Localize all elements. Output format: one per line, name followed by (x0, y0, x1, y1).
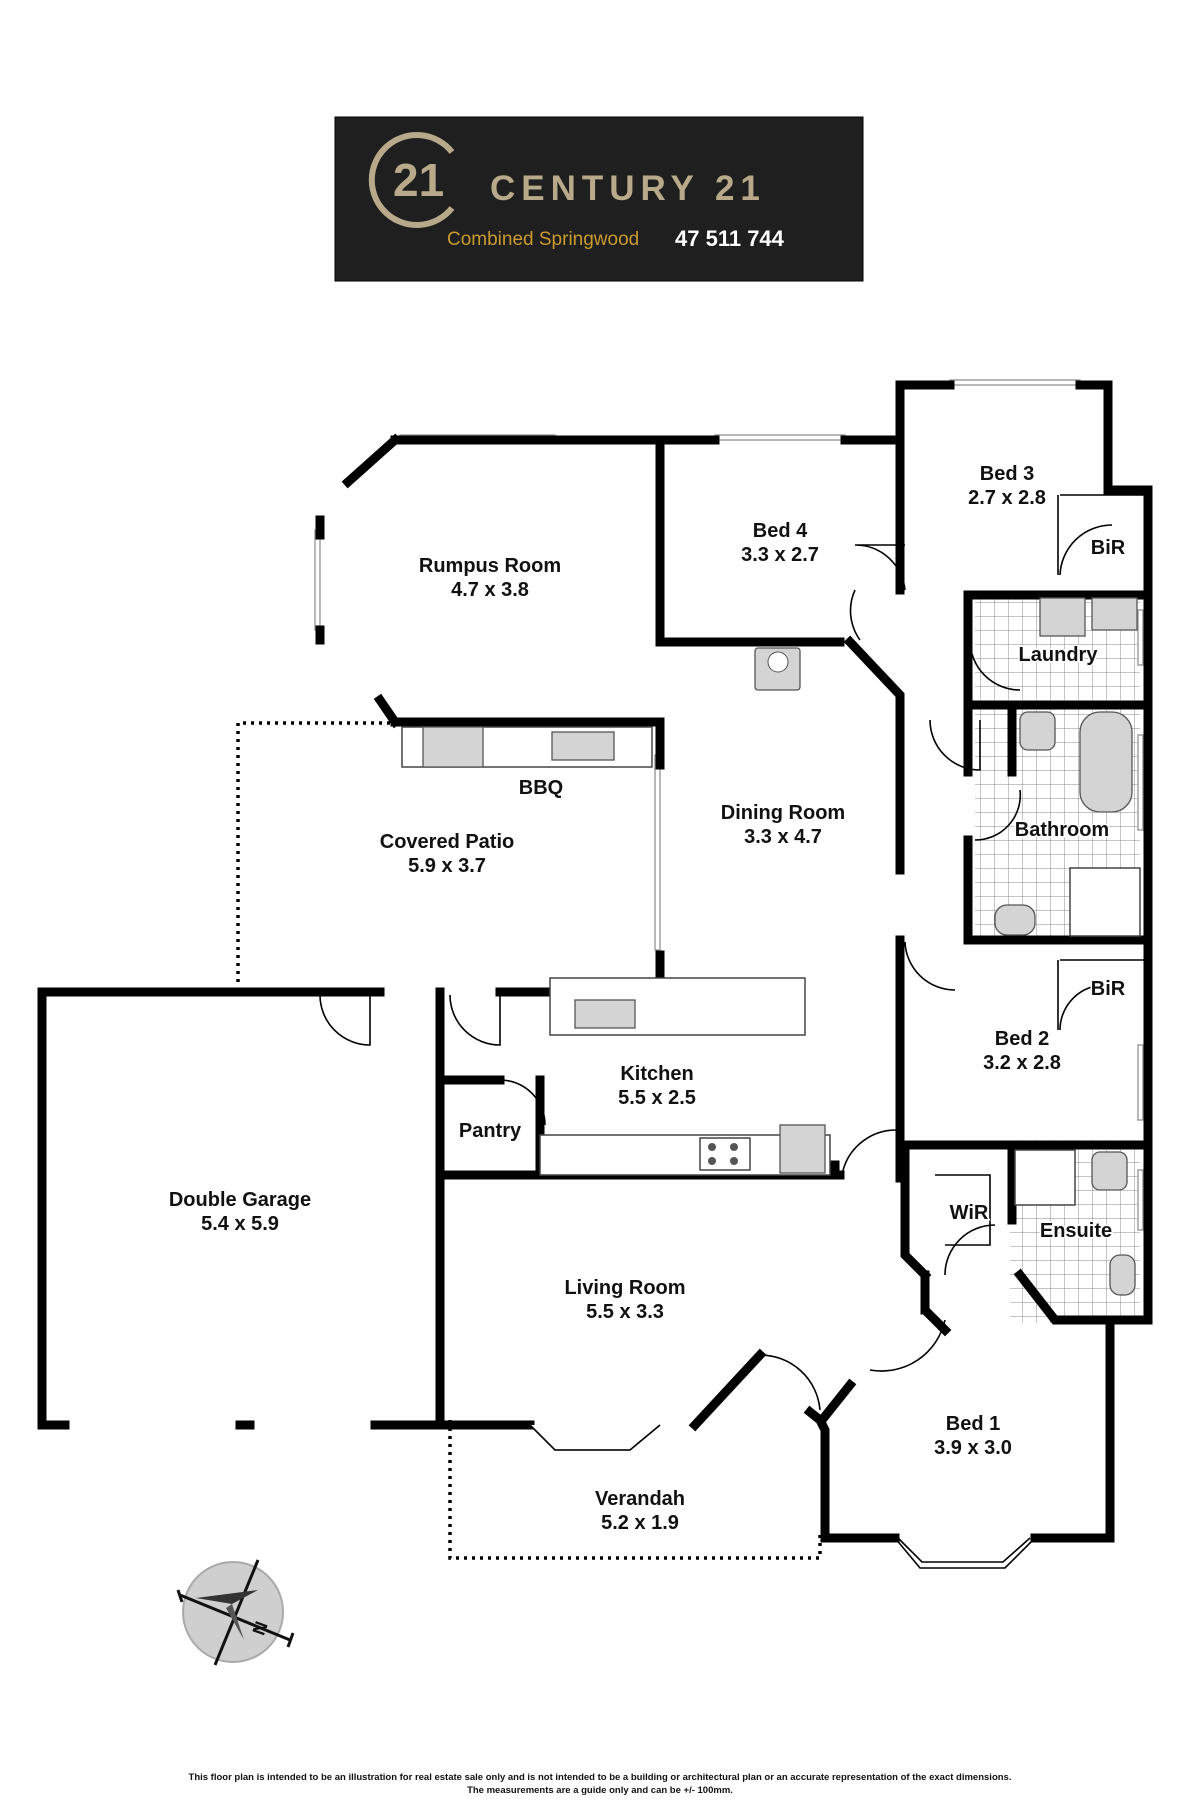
room-label-rumpus: Rumpus Room 4.7 x 3.8 (417, 554, 562, 603)
room-label-ensuite: Ensuite (1040, 1220, 1112, 1242)
ensuite-shower-icon (1014, 1149, 1076, 1206)
fixtures (401, 597, 1141, 1296)
room-label-bed4: Bed 4 3.3 x 2.7 (740, 519, 821, 568)
room-name: Bed 3 (980, 463, 1034, 485)
room-size: 5.2 x 1.9 (601, 1512, 679, 1534)
office-phone: 47 511 744 (675, 226, 785, 251)
room-size: 2.7 x 2.8 (968, 487, 1046, 509)
fridge-icon (779, 1124, 826, 1174)
room-name: Covered Patio (380, 831, 514, 853)
office-name: Combined Springwood (447, 229, 639, 250)
ensuite-toilet-icon (1091, 1151, 1128, 1191)
room-name: Double Garage (169, 1189, 311, 1211)
bay-windows (529, 1424, 1036, 1569)
room-label-verandah: Verandah 5.2 x 1.9 (593, 1487, 686, 1536)
laundry-machine-icon (1039, 597, 1086, 637)
room-size: 3.9 x 3.0 (934, 1437, 1012, 1459)
room-label-garage: Double Garage 5.4 x 5.9 (167, 1188, 312, 1237)
c21-seal: 21 (368, 132, 455, 228)
room-label-laundry: Laundry (1019, 644, 1099, 666)
outdoor-sink-icon (551, 731, 615, 761)
room-label-living: Living Room 5.5 x 3.3 (563, 1276, 687, 1325)
room-size: 4.7 x 3.8 (451, 579, 529, 601)
room-label-patio: Covered Patio 5.9 x 3.7 (378, 830, 515, 879)
north-label: N (248, 1619, 271, 1638)
north-arrow-icon (196, 1590, 258, 1604)
room-name: Bed 2 (995, 1028, 1049, 1050)
bbq-grill-icon (422, 726, 484, 768)
room-label-kitchen: Kitchen 5.5 x 2.5 (617, 1062, 698, 1111)
room-label-bir3: BiR (1091, 537, 1126, 559)
room-name: Dining Room (721, 802, 845, 824)
room-name: Kitchen (620, 1063, 693, 1085)
disclaimer-line-1: This floor plan is intended to be an ill… (189, 1772, 1012, 1783)
doors (319, 524, 1113, 1411)
ensuite-basin-icon (1109, 1254, 1136, 1296)
toilet-icon (1019, 711, 1056, 751)
room-label-pantry: Pantry (459, 1120, 522, 1142)
room-size: 3.2 x 2.8 (983, 1052, 1061, 1074)
room-label-bed1: Bed 1 3.9 x 3.0 (933, 1412, 1014, 1461)
room-label-dining: Dining Room 3.3 x 4.7 (719, 801, 846, 850)
patio-boundary (236, 721, 390, 985)
kitchen-sink-icon (574, 999, 636, 1029)
room-label-wir: WiR (950, 1202, 989, 1224)
room-label-bbq: BBQ (519, 777, 563, 799)
room-label-bir2: BiR (1091, 978, 1126, 1000)
verandah-boundary (448, 1420, 822, 1560)
shower-icon (1069, 867, 1141, 937)
room-size: 5.5 x 2.5 (618, 1087, 696, 1109)
room-size: 5.4 x 5.9 (201, 1213, 279, 1235)
room-label-bed3: Bed 3 2.7 x 2.8 (967, 462, 1048, 511)
room-size: 3.3 x 2.7 (741, 544, 819, 566)
room-name: Bed 4 (753, 520, 808, 542)
century21-logo: 21 CENTURY 21 Combined Springwood 47 511… (334, 116, 864, 282)
room-name: Living Room (564, 1277, 685, 1299)
disclaimer-line-2: The measurements are a guide only and ca… (467, 1785, 733, 1796)
room-label-bathroom: Bathroom (1015, 819, 1109, 841)
bathtub-icon (1079, 711, 1133, 813)
compass: N (176, 1559, 295, 1666)
logo-mark: 21 (393, 154, 444, 206)
room-size: 3.3 x 4.7 (744, 826, 822, 848)
room-name: Bed 1 (946, 1413, 1000, 1435)
room-size: 5.5 x 3.3 (586, 1301, 664, 1323)
walls (37, 380, 1153, 1543)
cooktop-icon (699, 1137, 751, 1171)
laundry-tub-icon (1091, 597, 1138, 631)
room-name: Rumpus Room (419, 555, 561, 577)
brand-name: CENTURY 21 (490, 169, 766, 208)
room-size: 5.9 x 3.7 (408, 855, 486, 877)
bathroom-basin-icon (994, 904, 1036, 936)
room-name: Verandah (595, 1488, 685, 1510)
room-label-bed2: Bed 2 3.2 x 2.8 (982, 1027, 1063, 1076)
